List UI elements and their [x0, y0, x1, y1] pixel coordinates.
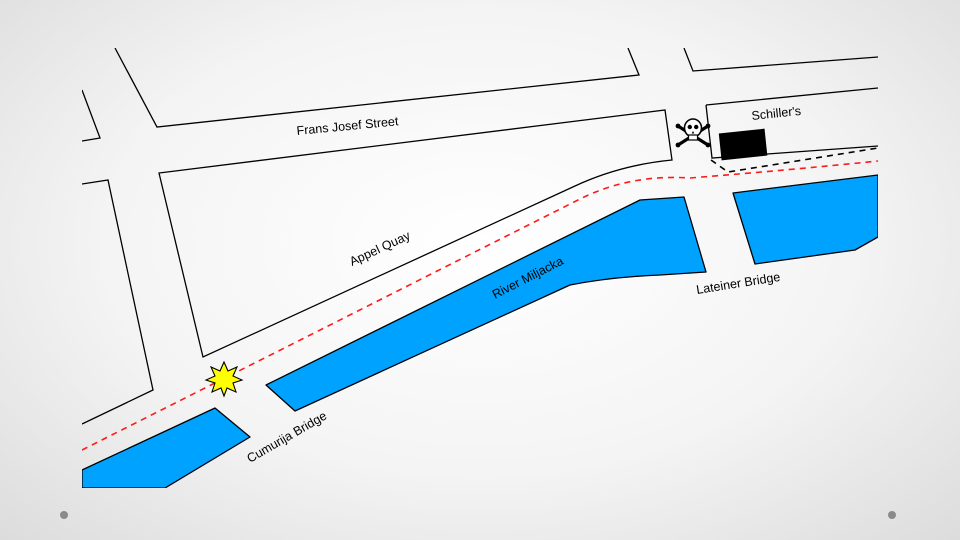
block-left-top: [82, 89, 101, 142]
river-miljacka: [82, 174, 878, 488]
river-segment-center: [265, 196, 707, 412]
block-schillers-lower: [705, 104, 878, 159]
block-left-lower: [82, 179, 154, 425]
label-schillers: Schiller's: [751, 104, 802, 123]
river-segment-left: [82, 407, 251, 488]
skull-and-crossbones-icon: [675, 118, 711, 148]
block-top-center: [114, 48, 640, 128]
block-appel-quay: [158, 109, 673, 358]
street-map: [82, 48, 878, 488]
label-frans-josef-street: Frans Josef Street: [296, 114, 400, 138]
block-schillers: [705, 87, 878, 106]
motorcade-route: [82, 160, 878, 451]
slide-nav-dot-right[interactable]: [888, 511, 896, 519]
explosion-icon: [204, 360, 244, 398]
label-appel-quay: Appel Quay: [347, 228, 413, 269]
river-segment-right: [732, 174, 878, 265]
label-lateiner-bridge: Lateiner Bridge: [695, 270, 781, 297]
slide-nav-dot-left[interactable]: [60, 511, 68, 519]
final-route-turn: [710, 147, 878, 173]
label-cumurija-bridge: Cumurija Bridge: [245, 409, 330, 466]
road-network: [82, 48, 878, 425]
schillers-building-marker: [718, 128, 768, 161]
block-top-right: [683, 48, 878, 72]
